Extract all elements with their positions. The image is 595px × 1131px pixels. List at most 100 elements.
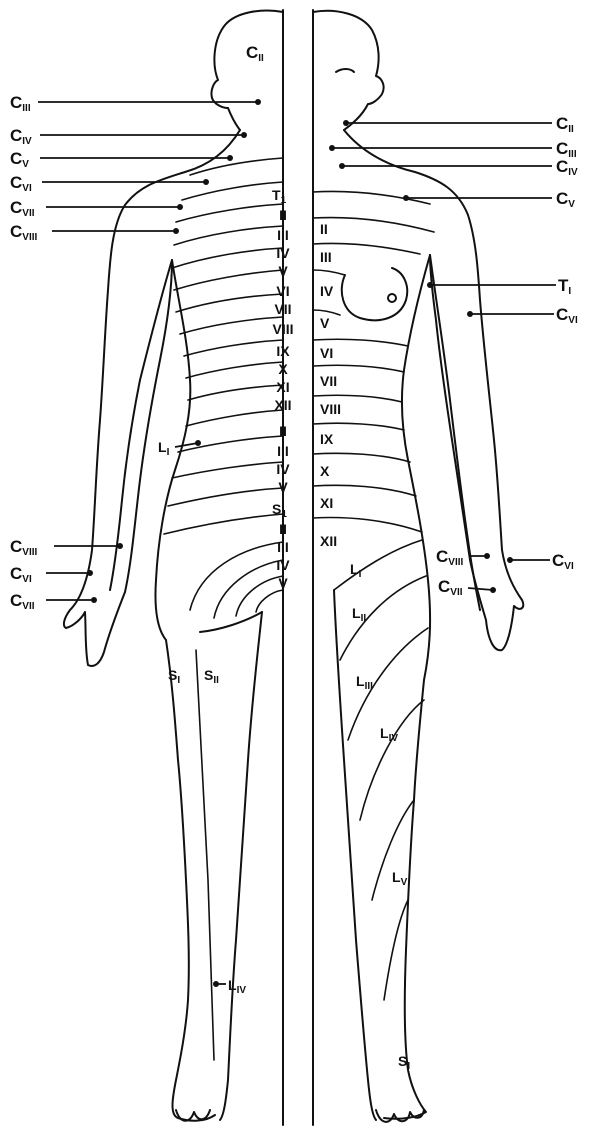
svg-text:TI: TI (558, 276, 571, 297)
front-right-silhouette (344, 130, 523, 650)
back-thoracic-12: XII (274, 397, 291, 413)
back-toes (176, 1110, 210, 1121)
svg-text:CVII: CVII (10, 591, 35, 612)
back-stripe-8 (180, 317, 283, 334)
back-callout-c8: CVIII (10, 222, 179, 243)
back-sacral-5: V (278, 575, 288, 591)
front-callout-c7-hand: CVII (438, 577, 496, 598)
svg-text:LIV: LIV (228, 977, 246, 996)
front-breast (342, 268, 407, 320)
back-thoracic-3: III (277, 227, 289, 243)
back-callout-c7: CVII (10, 198, 183, 219)
front-callout-c2: CII (343, 114, 574, 135)
front-callout-t1: TI (427, 276, 571, 297)
front-thoracic-4: IV (320, 283, 334, 299)
front-thoracic-9: IX (320, 431, 334, 447)
front-callout-c6-arm: CVI (467, 305, 578, 326)
svg-text:CVI: CVI (10, 173, 32, 194)
back-leg-label-s2: SII (204, 667, 219, 686)
svg-text:CVIII: CVIII (436, 547, 464, 568)
back-callout-c4: CIV (10, 126, 247, 147)
back-thoracic-9: IX (276, 343, 290, 359)
back-stripe-9 (184, 340, 283, 356)
sacral-arc-2 (214, 560, 283, 618)
back-thoracic-5: V (278, 263, 288, 279)
svg-text:CV: CV (556, 189, 575, 210)
front-leg-label-l2: LII (352, 605, 366, 624)
front-stripe-4 (313, 270, 345, 275)
back-thoracic-11: XI (276, 379, 289, 395)
back-label-t1: T1 (272, 187, 287, 206)
back-lumbar-5: V (278, 479, 288, 495)
front-stripe-10 (313, 453, 410, 462)
svg-text:CVI: CVI (10, 564, 32, 585)
back-stripe-6 (174, 270, 283, 290)
svg-text:CIV: CIV (10, 126, 32, 147)
back-stripe-10 (186, 362, 283, 378)
front-head-outline (313, 11, 384, 130)
back-stripe-14 (172, 462, 283, 478)
front-stripe-9 (313, 423, 404, 430)
front-thoracic-10: X (320, 463, 330, 479)
back-left-silhouette (64, 130, 240, 666)
front-right-eye (336, 69, 354, 72)
front-leg-label-l3: LIII (356, 673, 373, 692)
front-leg-label-s1: SI (398, 1053, 410, 1072)
back-lumbar-3: III (277, 443, 289, 459)
back-stripe-7 (176, 294, 283, 312)
front-thoracic-6: VI (320, 345, 333, 361)
back-thoracic-7: VII (274, 301, 291, 317)
back-stripe-2 (182, 182, 283, 200)
front-leg-label-l5: LV (392, 869, 408, 888)
front-callout-c6-hand: CVI (507, 551, 574, 572)
front-thoracic-3: III (320, 249, 332, 265)
front-stripe-2 (313, 218, 434, 232)
back-head-outline (211, 11, 283, 130)
back-sacral-2: II (279, 521, 287, 537)
front-thoracic-12: XII (320, 533, 337, 549)
front-leg-stripe-5 (372, 800, 414, 900)
svg-text:CIV: CIV (556, 157, 578, 178)
front-leg-label-l4: LIV (380, 725, 398, 744)
back-torso-left (155, 260, 215, 1121)
front-thoracic-8: VIII (320, 401, 341, 417)
front-leg-inner (334, 590, 376, 1120)
back-thoracic-6: VI (276, 283, 289, 299)
front-stripe-12 (313, 518, 422, 532)
front-thoracic-7: VII (320, 373, 337, 389)
sacral-arc-3 (236, 576, 283, 616)
front-thoracic-11: XI (320, 495, 333, 511)
back-callout-c6: CVI (10, 173, 209, 194)
svg-text:CVII: CVII (10, 198, 35, 219)
back-left-inner-arm (110, 260, 172, 590)
sacral-arc-1 (190, 542, 283, 610)
back-stripe-1 (190, 158, 283, 175)
back-thoracic-labels: II III IV V VI VII VIII IX X XI XII (272, 207, 293, 413)
back-stripe-16 (164, 514, 283, 534)
back-sacral-4: IV (276, 557, 290, 573)
svg-text:CIII: CIII (10, 93, 31, 114)
back-head-label: CII (246, 43, 264, 64)
front-callout-c4: CIV (339, 157, 578, 178)
back-stripe-12 (186, 410, 283, 426)
front-callout-c3: CIII (329, 139, 577, 160)
front-torso-right (384, 255, 430, 1119)
back-stripe-3 (176, 204, 283, 222)
svg-text:LI: LI (158, 439, 170, 458)
back-lumbar-4: IV (276, 461, 290, 477)
front-thoracic-5: V (320, 315, 330, 331)
back-leg-callout-l4: LIV (213, 977, 246, 996)
front-callout-c5: CV (403, 189, 575, 210)
sacral-arc-4 (256, 590, 283, 612)
svg-text:CVIII: CVIII (10, 537, 38, 558)
back-thoracic-2: II (279, 207, 287, 223)
svg-text:CII: CII (556, 114, 574, 135)
back-callout-hand-c8: CVIII (10, 537, 123, 558)
back-view-figure (64, 11, 283, 1121)
back-stripe-15 (168, 488, 283, 506)
back-thoracic-8: VIII (272, 321, 293, 337)
front-callout-c8-hand: CVIII (436, 547, 490, 568)
front-thoracic-2: II (320, 221, 328, 237)
back-stripe-11 (188, 385, 283, 400)
